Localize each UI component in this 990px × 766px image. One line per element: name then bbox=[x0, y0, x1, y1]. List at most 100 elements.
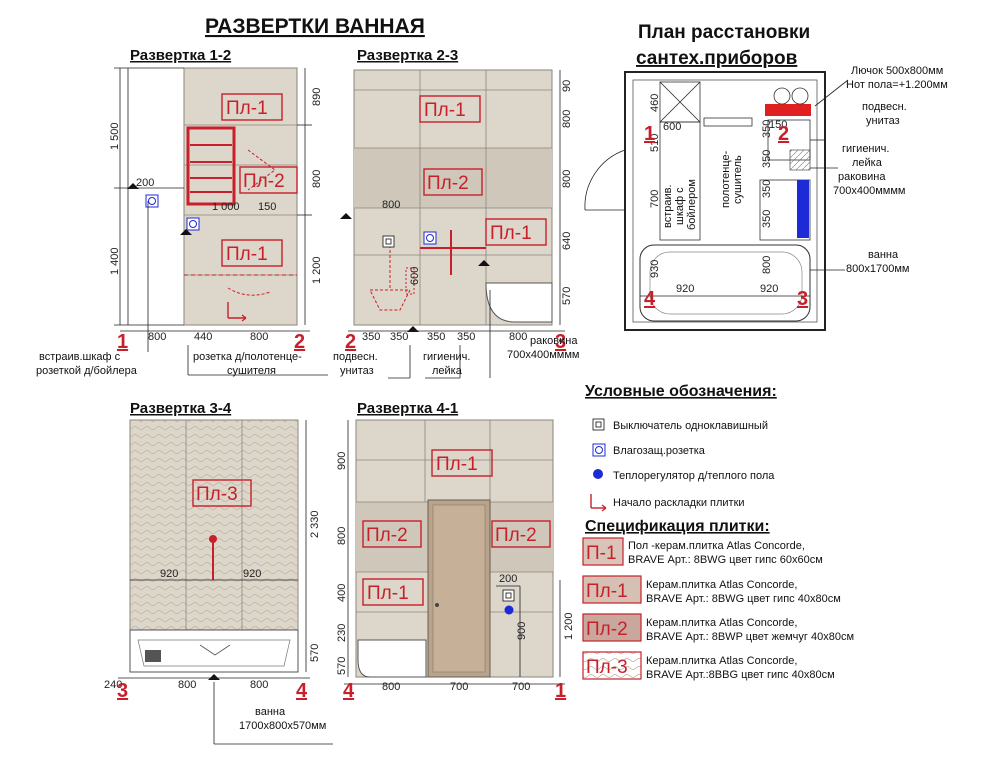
dim-bottom-700a: 700 bbox=[450, 681, 468, 693]
dim-350d: 350 bbox=[761, 210, 773, 228]
dim-930: 930 bbox=[649, 260, 661, 278]
label-plan-cabinet: встраив. bbox=[662, 184, 674, 228]
label-plan-shower: гигиенич. bbox=[842, 143, 889, 155]
label-sink-2: 700х400мммм bbox=[507, 349, 579, 361]
elevation-1-2-title: Развертка 1-2 bbox=[130, 47, 231, 64]
cabinet-socket-icon bbox=[145, 194, 159, 208]
dim-920b: 920 bbox=[243, 568, 261, 580]
spec-row-2-line-1: Керам.плитка Atlas Concorde, bbox=[646, 579, 797, 591]
spec-row-4-line-2: BRAVE Арт.:8BBG цвет гипс 40х80см bbox=[646, 669, 835, 681]
label-cabinet-socket: розеткой д/бойлера bbox=[36, 365, 138, 377]
thermostat-icon bbox=[504, 605, 514, 615]
label-hatch: Лючок 500х800мм bbox=[851, 65, 943, 77]
spec-swatch-p1 bbox=[582, 537, 624, 566]
legend: Условные обозначения: Выключатель однокл… bbox=[585, 383, 777, 512]
legend-socket: Влагозащ.розетка bbox=[613, 445, 706, 457]
legend-tile-start: Начало раскладки плитки bbox=[613, 497, 745, 509]
label-plan-sink-2: 700х400мммм bbox=[833, 185, 905, 197]
spec-row-3-line-1: Керам.плитка Atlas Concorde, bbox=[646, 617, 797, 629]
dim-920a: 920 bbox=[160, 568, 178, 580]
plan-number-3: 3 bbox=[797, 288, 808, 310]
dim-350a: 350 bbox=[761, 120, 773, 138]
tile-tag-pl2: Пл-2 bbox=[366, 525, 408, 546]
wall-number-1: 1 bbox=[555, 680, 566, 702]
label-shower-2: лейка bbox=[432, 365, 463, 377]
dim-1500: 1 500 bbox=[109, 122, 121, 150]
spec-tag-p1: П-1 bbox=[586, 543, 617, 564]
label-plan-sink: раковина bbox=[838, 171, 886, 183]
dim-150: 150 bbox=[258, 201, 276, 213]
label-plan-toilet-2: унитаз bbox=[866, 115, 900, 127]
spec-row-1-line-2: BRAVE Арт.: 8BWG цвет гипс 60х60см bbox=[628, 554, 823, 566]
dim-bottom-800b: 800 bbox=[250, 679, 268, 691]
dim-bottom-350a: 350 bbox=[362, 331, 380, 343]
spec-swatch-pl1 bbox=[582, 575, 642, 604]
label-dryer-socket-2: сушителя bbox=[227, 365, 276, 377]
tile-specification: Спецификация плитки: П-1 Пол -керам.плит… bbox=[582, 518, 854, 681]
dim-920a: 920 bbox=[676, 283, 694, 295]
label-hatch-level: Нот пола=+1.200мм bbox=[846, 79, 948, 91]
label-cabinet: встраив.шкаф с bbox=[39, 351, 121, 363]
label-toilet: подвесн. bbox=[333, 351, 378, 363]
dim-570: 570 bbox=[561, 287, 573, 305]
switch-icon bbox=[382, 235, 395, 248]
spec-row-1-line-1: Пол -керам.плитка Atlas Concorde, bbox=[628, 540, 805, 552]
bath-elevation-icon bbox=[357, 639, 427, 678]
tile-tag-pl2-label: Пл-2 bbox=[243, 171, 285, 192]
dim-700: 700 bbox=[649, 190, 661, 208]
tile-tag-pl2 bbox=[239, 166, 298, 194]
dim-1200: 1 200 bbox=[311, 256, 323, 284]
dim-bottom-240: 240 bbox=[104, 679, 122, 691]
dim-2330: 2 330 bbox=[309, 510, 321, 538]
tile-start-marker-icon bbox=[590, 494, 607, 512]
label-shower: гигиенич. bbox=[423, 351, 470, 363]
elevation-3-4: Развертка 3-4 Пл-3 920 920 2 330 570 240 bbox=[104, 400, 333, 745]
fixture-plan: План расстановки сантех.приборов Лючок 5… bbox=[584, 22, 948, 331]
label-toilet-2: унитаз bbox=[340, 365, 374, 377]
label-plan-shower-2: лейка bbox=[852, 157, 883, 169]
moisture-socket-icon bbox=[592, 443, 606, 457]
dim-570: 570 bbox=[309, 644, 321, 662]
wall-number-4: 4 bbox=[296, 680, 308, 702]
tile-tag-pl1-b: Пл-1 bbox=[490, 223, 532, 244]
plan-number-2: 2 bbox=[778, 123, 789, 145]
wall-number-4: 4 bbox=[343, 680, 355, 702]
door-icon bbox=[427, 499, 491, 678]
dim-90: 90 bbox=[561, 80, 573, 92]
dim-200: 200 bbox=[499, 573, 517, 585]
spec-row-2-line-2: BRAVE Арт.: 8BWG цвет гипс 40х80см bbox=[646, 593, 841, 605]
sink-bath-icon bbox=[485, 282, 553, 323]
wall-tile-field bbox=[183, 67, 298, 326]
dim-800: 800 bbox=[311, 170, 323, 188]
wall-number-2: 2 bbox=[345, 331, 356, 353]
elevation-4-1-title: Развертка 4-1 bbox=[357, 400, 458, 417]
dim-350b: 350 bbox=[761, 150, 773, 168]
hatch-panel-icon bbox=[765, 104, 811, 116]
dim-890: 890 bbox=[311, 88, 323, 106]
dim-1000: 1 000 bbox=[212, 201, 240, 213]
tile-tag-pl1-b bbox=[221, 239, 283, 267]
tile-tag-pl1: Пл-1 bbox=[424, 100, 466, 121]
dim-400: 400 bbox=[336, 584, 348, 602]
dim-460: 460 bbox=[649, 94, 661, 112]
dim-bottom-350d: 350 bbox=[457, 331, 475, 343]
elevation-1-2: Развертка 1-2 Пл-1 Пл-2 Пл-1 bbox=[36, 47, 328, 377]
dim-bottom-350b: 350 bbox=[390, 331, 408, 343]
dim-bottom-700b: 700 bbox=[512, 681, 530, 693]
tile-tag-pl1-b-label: Пл-1 bbox=[226, 244, 268, 265]
dim-1400: 1 400 bbox=[109, 247, 121, 275]
spec-tag-pl1: Пл-1 bbox=[586, 581, 628, 602]
heated-floor-icon bbox=[797, 180, 809, 238]
bath-tap-icon bbox=[209, 535, 217, 580]
moisture-socket-icon bbox=[423, 231, 437, 245]
dim-350c: 350 bbox=[761, 180, 773, 198]
dim-bottom-800b: 800 bbox=[250, 331, 268, 343]
cabinet-boiler-icon bbox=[659, 81, 701, 241]
dim-800: 800 bbox=[382, 199, 400, 211]
dim-800a: 800 bbox=[561, 110, 573, 128]
switch-icon bbox=[502, 589, 515, 602]
spec-tag-pl3: Пл-3 bbox=[586, 657, 628, 678]
tile-tag-pl1: Пл-1 bbox=[436, 454, 478, 475]
tile-tag-pl1 bbox=[221, 93, 283, 121]
